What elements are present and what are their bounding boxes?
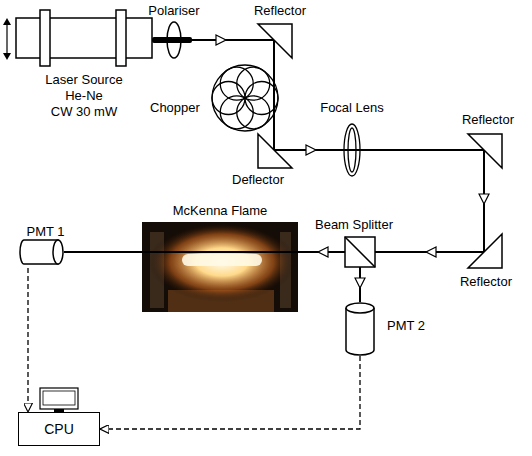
reflector-prism: [468, 134, 502, 168]
pmt-window: [53, 240, 63, 264]
part-label: He-Ne: [65, 88, 103, 103]
deflector-prism: [258, 134, 292, 168]
flame-glow: [148, 222, 296, 302]
laser-flange: [116, 10, 126, 66]
part-label: Reflector: [254, 3, 306, 18]
pmt-cylinder: [346, 308, 374, 355]
chopper-blade: [237, 67, 270, 100]
beam-splitter-cube: [345, 237, 375, 267]
focal-lens-symbol: [344, 124, 360, 176]
flame-photo: [142, 222, 298, 312]
laser-tube: [3, 10, 192, 66]
flame-core: [182, 254, 262, 266]
monitor-frame: [40, 388, 78, 409]
part-label: Chopper: [150, 100, 200, 115]
box-text: CPU: [44, 422, 74, 437]
laser-flange: [40, 10, 50, 66]
beam-segment: [192, 39, 274, 41]
part-label: Polariser: [148, 3, 199, 18]
chopper-rim: [212, 65, 278, 131]
beam-arrowhead: [216, 35, 226, 45]
part-label: Reflector: [460, 274, 512, 289]
pmt-window: [346, 303, 374, 313]
beam-segment: [273, 40, 275, 150]
beam-splitter-diagonal: [345, 237, 375, 267]
device-label: PMT 1: [26, 224, 64, 239]
part-label: McKenna Flame: [173, 203, 268, 218]
monitor-screen: [43, 391, 75, 405]
part-label: CW 30 mW: [51, 104, 117, 119]
signal-line: [100, 356, 360, 429]
device-label: PMT 2: [387, 318, 425, 333]
beam-arrowhead: [355, 278, 365, 288]
reflector-prism: [258, 24, 292, 58]
beam-arrowhead: [318, 247, 328, 257]
part-label: Beam Splitter: [315, 217, 393, 232]
chopper-wheel: [212, 65, 278, 131]
polarisation-arrowhead: [3, 53, 11, 60]
mirrors: [258, 24, 502, 268]
laser-output-rod: [152, 37, 192, 43]
polarisation-arrowhead: [3, 18, 11, 25]
beam-segment: [64, 251, 345, 253]
pmt-body: [343, 300, 377, 356]
beam-arrows: [216, 35, 489, 288]
polarisation-arrow: [6, 24, 7, 54]
beam-arrowhead: [426, 247, 436, 257]
computer-box: CPU: [18, 412, 100, 446]
part-label: Focal Lens: [320, 100, 384, 115]
photomultiplier-tube: PMT 1: [18, 222, 73, 268]
lens-outer: [344, 124, 360, 176]
pmt-body: [18, 238, 68, 266]
polariser-symbol: [167, 22, 181, 58]
photomultiplier-tube: PMT 2: [343, 300, 453, 356]
lens-inner: [348, 128, 356, 172]
laser-beam: [64, 40, 484, 302]
beam-arrowhead: [306, 145, 316, 155]
signal-line: [27, 268, 28, 412]
monitor-icon: [40, 388, 78, 412]
part-label: Deflector: [232, 172, 284, 187]
part-label: Laser Source: [45, 72, 122, 87]
photo-ground: [142, 222, 298, 312]
part-label: Reflector: [462, 112, 514, 127]
laser-body: [16, 18, 152, 58]
beam-arrowhead: [479, 194, 489, 204]
reflector-prism: [468, 234, 502, 268]
